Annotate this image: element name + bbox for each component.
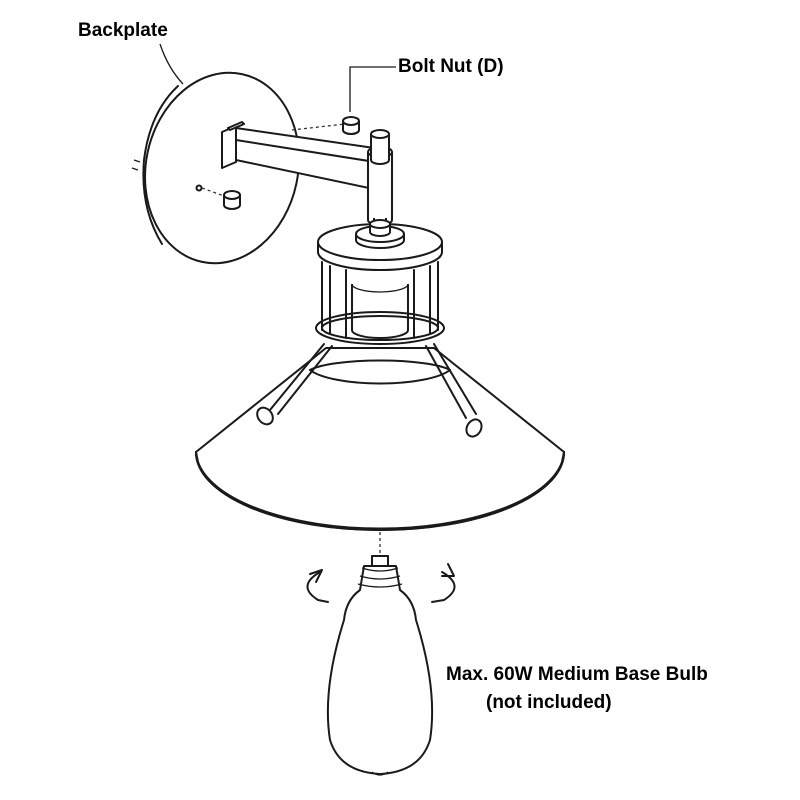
bolt-nut-label: Bolt Nut (D) <box>398 56 504 77</box>
support-rods <box>256 343 483 438</box>
bolt-nut-top <box>291 116 360 135</box>
arm-bracket <box>221 121 245 169</box>
socket-cage <box>321 261 439 339</box>
cone-shade <box>195 347 565 531</box>
shade-ring <box>315 311 445 345</box>
screw-hole <box>195 184 203 192</box>
bulb-not-included-label: (not included) <box>486 692 612 713</box>
bolt-nut-leader <box>349 66 396 112</box>
rotate-arrows <box>306 563 456 603</box>
shade-top-cap <box>317 219 443 271</box>
bolt-nut-bottom <box>201 187 241 210</box>
bulb-spec-label: Max. 60W Medium Base Bulb <box>446 664 708 685</box>
backplate-leader <box>159 43 184 85</box>
backplate-label: Backplate <box>78 20 168 41</box>
edison-bulb <box>326 555 434 776</box>
